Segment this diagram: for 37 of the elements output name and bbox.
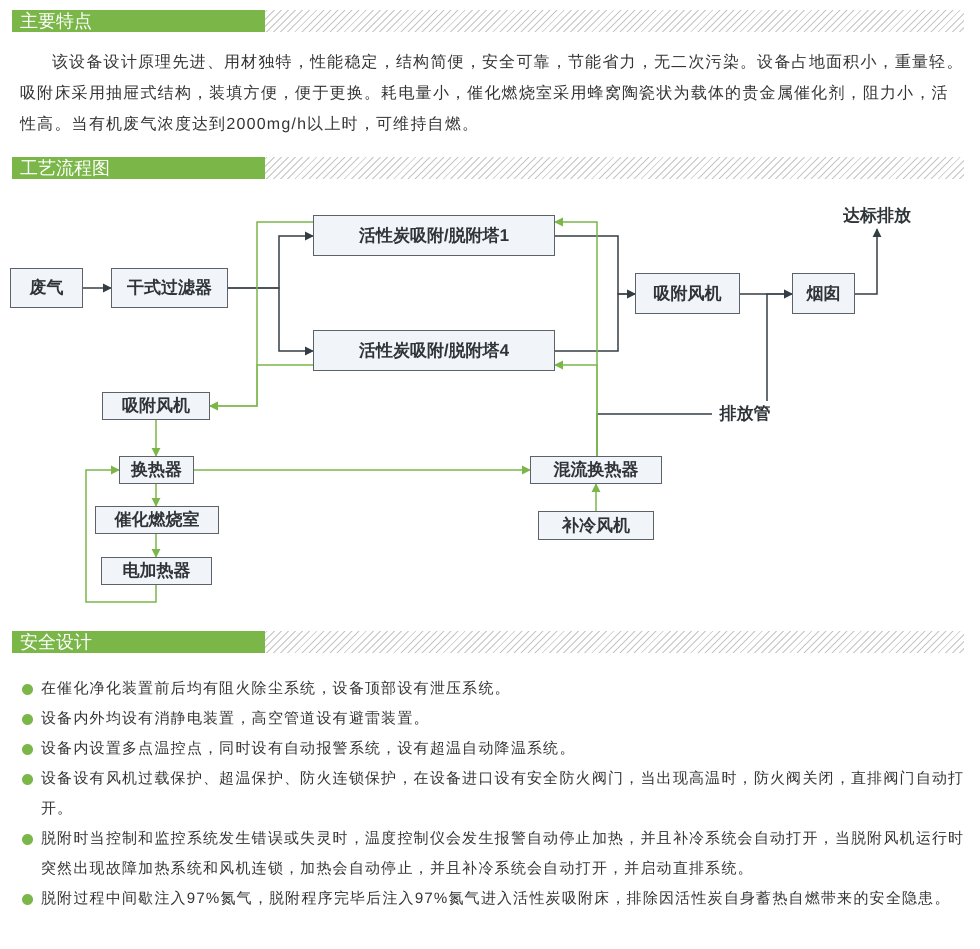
process-box: 电加热器: [101, 557, 212, 585]
bullet-text: 脱附时当控制和监控系统发生错误或失灵时，温度控制仪会发生报警自动停止加热，并且补冷系统会自动打开，当脱附风机运行时突然出现故障加热系统和风机连锁，加热会自动停止，并且补冷系统会自动打开，并启动直排系统。: [41, 829, 966, 879]
process-box: 换热器: [119, 456, 194, 484]
section-header-bar: 安全设计: [12, 631, 964, 653]
flow-label: 排放管: [712, 401, 778, 427]
process-box: 吸附风机: [102, 392, 210, 420]
bullet-text: 设备内设置多点温控点，同时设有自动报警系统，设有超温自动降温系统。: [41, 739, 576, 759]
process-box: 烟囱: [792, 273, 855, 314]
bullet-text: 在催化净化装置前后均有阻火除尘系统，设备顶部设有泄压系统。: [41, 679, 511, 699]
process-box: 吸附风机: [635, 273, 740, 314]
arrow: [85, 466, 157, 603]
arrow: [152, 534, 160, 558]
process-box: 补冷风机: [538, 511, 654, 540]
arrow: [209, 364, 313, 410]
arrow: [194, 466, 531, 474]
process-box: 催化燃烧室: [95, 506, 219, 534]
arrow: [766, 290, 793, 401]
arrow: [228, 287, 314, 356]
process-box: 干式过滤器: [111, 268, 228, 308]
arrow: [855, 228, 882, 295]
arrow: [554, 360, 598, 456]
process-box: 废气: [10, 268, 83, 308]
bullet-text: 设备内外均设有消静电装置，高空管道设有避雷装置。: [41, 709, 430, 729]
bullet-text: 脱附过程中间歇注入97%氮气，脱附程序完毕后注入97%氮气进入活性炭吸附床，排除因活性炭自身蓄热自燃带来的安全隐患。: [41, 889, 951, 909]
flow-label: 达标排放: [834, 203, 920, 229]
arrow: [555, 290, 636, 352]
section-header-bar: 主要特点: [12, 10, 964, 32]
process-box: 活性炭吸附/脱附塔4: [313, 330, 555, 371]
arrow: [592, 483, 600, 511]
section-header-bar: 工艺流程图: [12, 157, 964, 179]
arrow: [152, 420, 160, 457]
process-box: 活性炭吸附/脱附塔1: [313, 215, 555, 256]
bullet-text: 设备设有风机过载保护、超温保护、防火连锁保护，在设备进口设有安全防火阀门，当出现高温时，防火阀关闭，直排阀门自动打开。: [41, 769, 966, 819]
arrow: [83, 284, 112, 292]
arrow: [152, 484, 160, 507]
paragraph: 该设备设计原理先进、用材独特，性能稳定，结构简便，安全可靠，节能省力，无二次污染。设备占地面积小，重量轻。吸附床采用抽屉式结构，装填方便，便于更换。耗电量小，催化燃烧室采用蜂窝陶瓷状为载体的贵金属催化剂，阻力小，活性高。当有机废气浓度达到2000mg/h以上时，可维持自燃。: [20, 52, 965, 135]
process-box: 混流换热器: [530, 456, 662, 484]
